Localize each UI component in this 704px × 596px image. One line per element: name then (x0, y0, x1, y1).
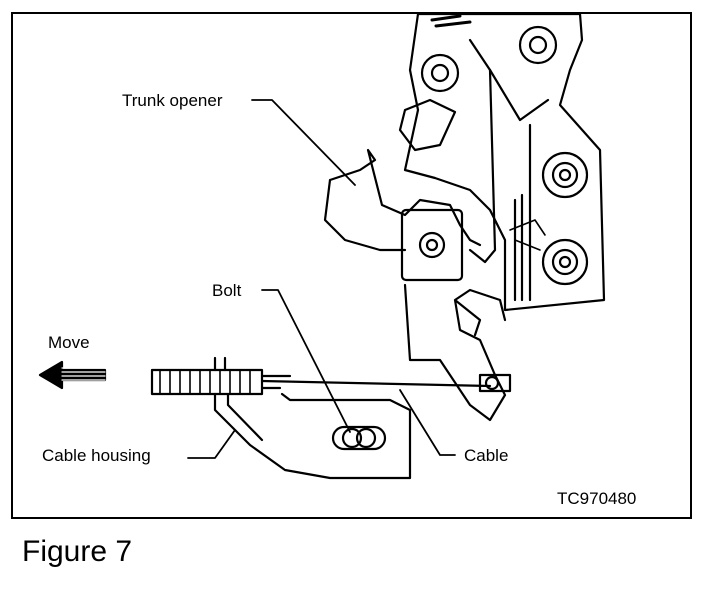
upper-pivot-right (518, 25, 558, 65)
cable-line (260, 379, 492, 388)
move-arrow-icon (38, 360, 107, 390)
latch-body-outline (403, 12, 606, 312)
leader-bolt (261, 289, 351, 433)
cable-end-tab (478, 373, 512, 393)
bolt-slot (331, 425, 387, 451)
cable-housing-thread (150, 368, 264, 396)
label-cable-housing: Cable housing (42, 446, 151, 465)
lower-pivot (418, 231, 446, 259)
label-move: Move (48, 333, 90, 352)
cable-bracket (213, 392, 412, 480)
figure-caption: Figure 7 (22, 535, 133, 568)
bracket-bolt-upper (541, 151, 589, 199)
latch-top-hatch (430, 14, 472, 28)
leader-cable-housing (187, 429, 236, 459)
upper-pivot-left (420, 53, 460, 93)
bracket-bolt-lower (541, 238, 589, 286)
figure-code: TC970480 (557, 489, 637, 508)
bolt-icon (341, 427, 363, 449)
label-trunk-opener: Trunk opener (122, 91, 223, 110)
trunk-opener-lever (323, 148, 482, 252)
catch-arm (403, 283, 507, 422)
label-bolt: Bolt (212, 281, 242, 300)
label-cable: Cable (464, 446, 509, 465)
figure-frame (11, 12, 692, 519)
lower-catch-plate (400, 208, 464, 282)
leader-cable (399, 389, 456, 456)
leader-trunk-opener (251, 99, 356, 186)
latch-arm (398, 98, 457, 152)
